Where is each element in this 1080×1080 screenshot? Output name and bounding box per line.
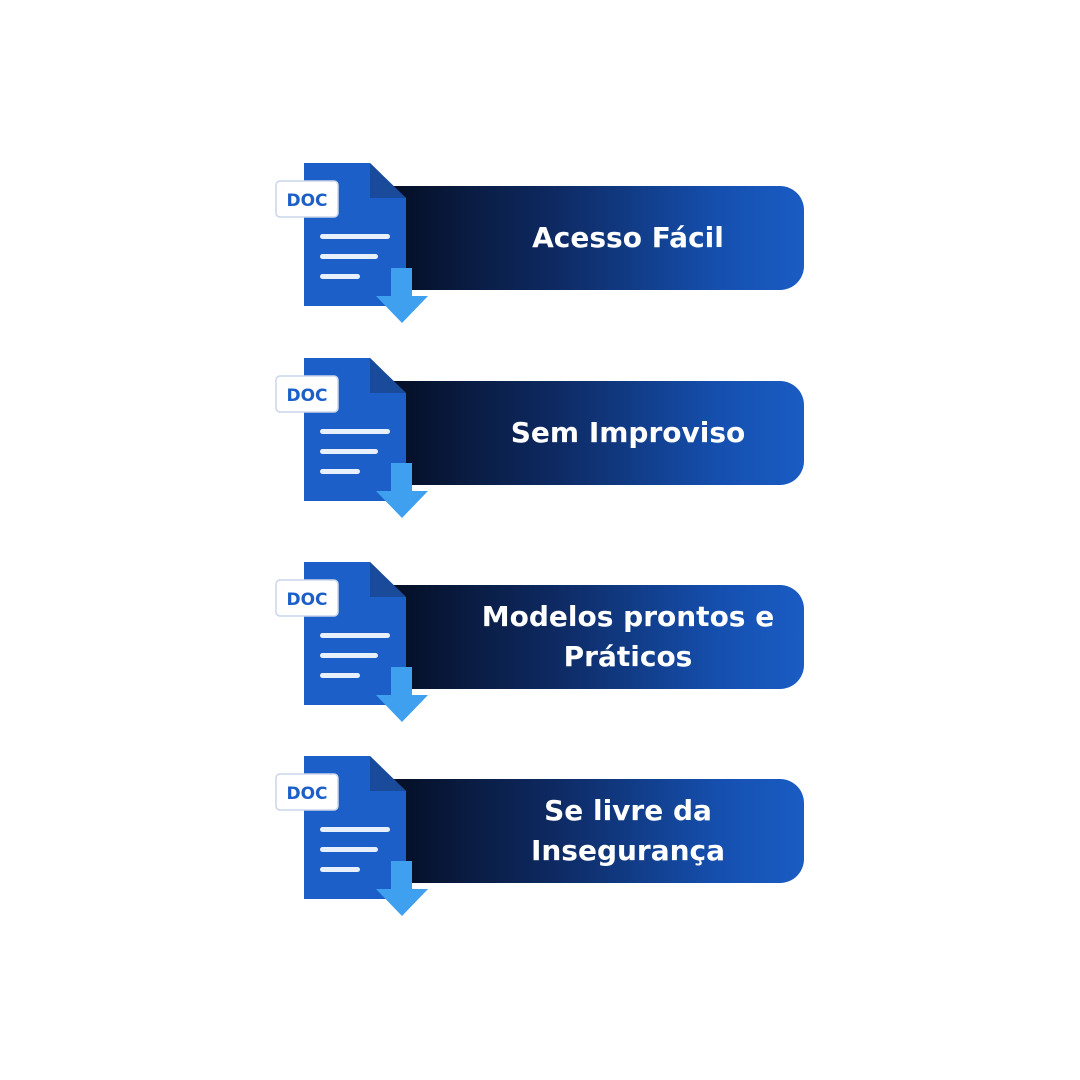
doc-download-icon: DOC <box>275 358 428 518</box>
feature-item-sem-improviso: Sem Improviso DOC <box>274 355 814 525</box>
doc-badge-label: DOC <box>286 191 327 211</box>
feature-banner: Se livre da Insegurança <box>392 779 804 883</box>
feature-banner: Modelos prontos e Práticos <box>392 585 804 689</box>
doc-badge-label: DOC <box>286 784 327 804</box>
feature-item-acesso-facil: Acesso Fácil DOC <box>274 160 814 330</box>
doc-download-icon: DOC <box>275 756 428 916</box>
feature-label: Sem Improviso <box>510 416 746 449</box>
doc-download-icon: DOC <box>275 163 428 323</box>
feature-label: Modelos prontos e Práticos <box>481 600 775 673</box>
doc-download-icon: DOC <box>275 562 428 722</box>
feature-banner: Sem Improviso <box>392 381 804 485</box>
feature-label: Acesso Fácil <box>532 221 724 254</box>
feature-item-se-livre: Se livre da Insegurança DOC <box>274 753 814 923</box>
doc-badge-label: DOC <box>286 386 327 406</box>
feature-label: Se livre da Insegurança <box>530 794 726 867</box>
feature-banner: Acesso Fácil <box>392 186 804 290</box>
feature-item-modelos-prontos: Modelos prontos e Práticos DOC <box>274 559 814 729</box>
doc-badge-label: DOC <box>286 590 327 610</box>
